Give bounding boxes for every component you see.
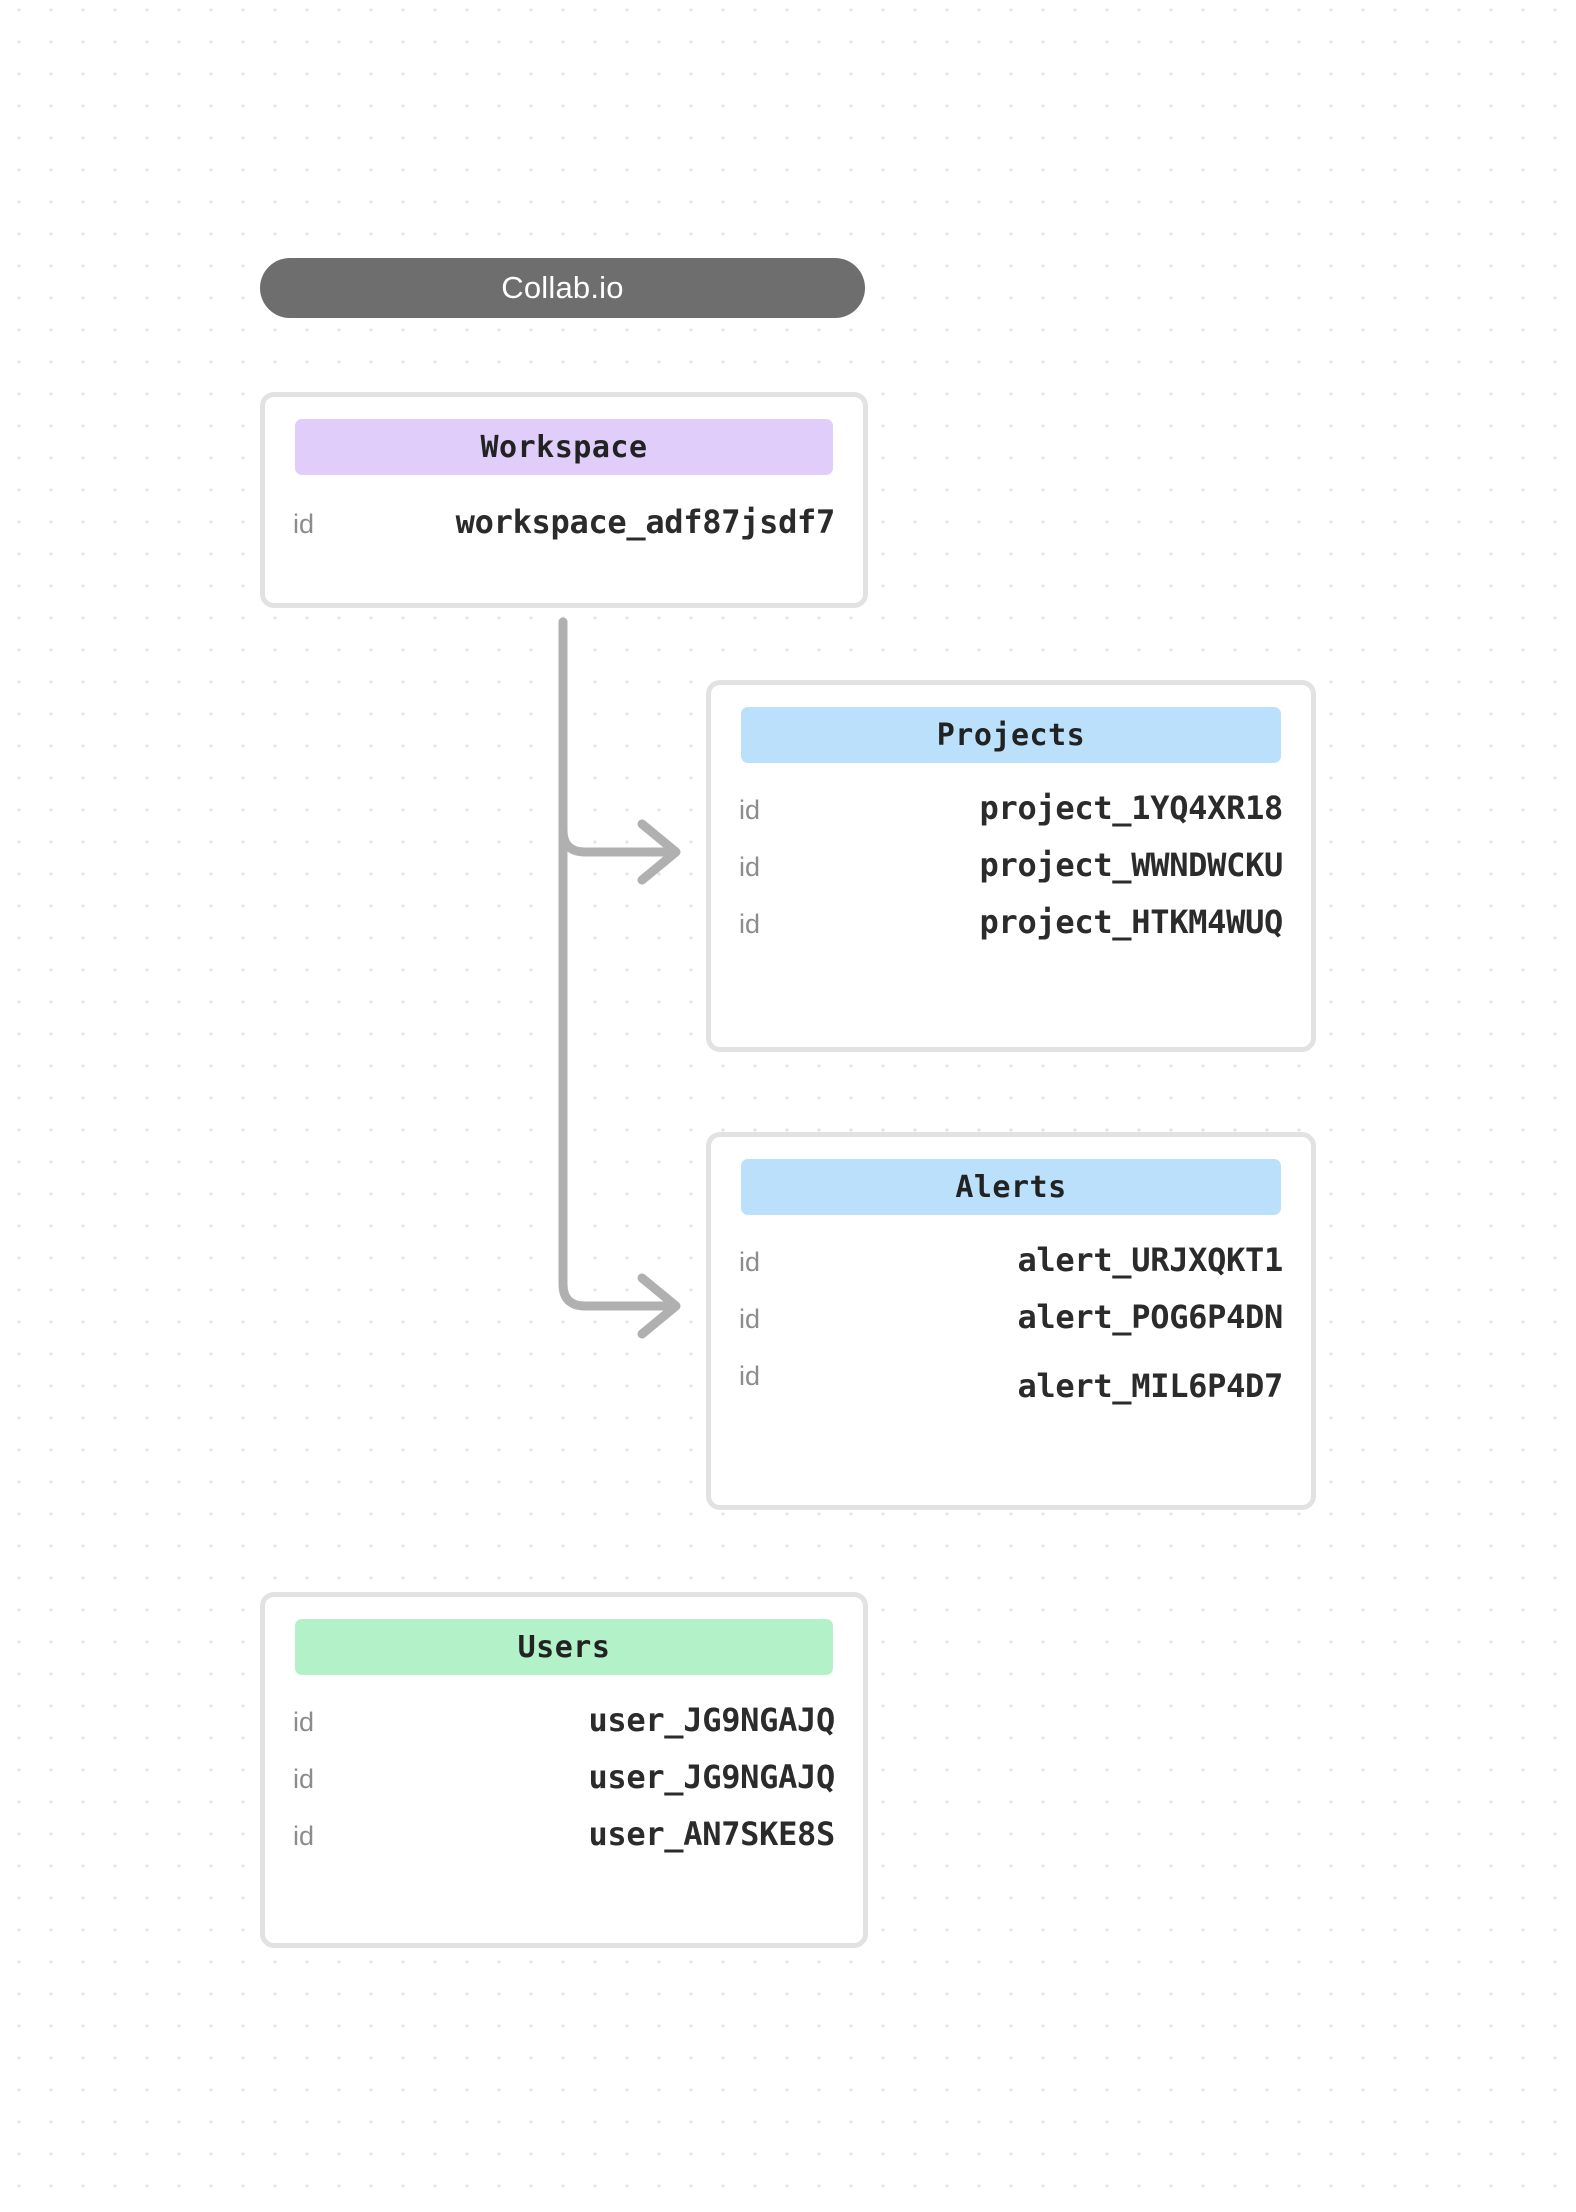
connector-workspace-to-projects (558, 617, 677, 857)
row-value: project_1YQ4XR18 (979, 789, 1284, 827)
table-row[interactable]: id user_JG9NGAJQ (293, 1701, 835, 1747)
row-value: alert_URJXQKT1 (1017, 1241, 1283, 1279)
row-key: id (739, 1247, 761, 1277)
table-row[interactable]: id alert_MIL6P4D7 (739, 1355, 1283, 1405)
row-key: id (293, 509, 315, 539)
row-value: alert_MIL6P4D7 (1017, 1367, 1283, 1405)
table-row[interactable]: id alert_POG6P4DN (739, 1298, 1283, 1344)
entity-card-alerts[interactable]: Alerts id alert_URJXQKT1 id alert_POG6P4… (706, 1132, 1316, 1510)
table-row[interactable]: id user_AN7SKE8S (293, 1815, 835, 1861)
row-value: user_JG9NGAJQ (588, 1758, 835, 1796)
row-value: workspace_adf87jsdf7 (455, 503, 836, 541)
arrowhead-alerts (637, 1273, 681, 1339)
row-value: project_HTKM4WUQ (979, 903, 1284, 941)
entity-card-projects[interactable]: Projects id project_1YQ4XR18 id project_… (706, 680, 1316, 1052)
row-value: user_AN7SKE8S (588, 1815, 835, 1853)
row-key: id (293, 1821, 315, 1851)
row-key: id (739, 852, 761, 882)
table-row[interactable]: id alert_URJXQKT1 (739, 1241, 1283, 1287)
row-key: id (739, 909, 761, 939)
table-row[interactable]: id project_HTKM4WUQ (739, 903, 1283, 949)
row-key: id (293, 1764, 315, 1794)
row-value: alert_POG6P4DN (1017, 1298, 1283, 1336)
table-row[interactable]: id project_WWNDWCKU (739, 846, 1283, 892)
row-value: user_JG9NGAJQ (588, 1701, 835, 1739)
table-row[interactable]: id workspace_adf87jsdf7 (293, 503, 835, 549)
arrowhead-projects (637, 819, 681, 885)
row-value: project_WWNDWCKU (979, 846, 1284, 884)
table-row[interactable]: id project_1YQ4XR18 (739, 789, 1283, 835)
row-key: id (293, 1707, 315, 1737)
row-key: id (739, 1304, 761, 1334)
entity-header-workspace: Workspace (295, 419, 833, 475)
entity-card-workspace[interactable]: Workspace id workspace_adf87jsdf7 (260, 392, 868, 608)
table-row[interactable]: id user_JG9NGAJQ (293, 1758, 835, 1804)
diagram-title-pill: Collab.io (260, 258, 865, 318)
row-key: id (739, 795, 761, 825)
entity-header-projects: Projects (741, 707, 1281, 763)
diagram-title-text: Collab.io (501, 270, 624, 305)
connector-workspace-to-alerts (558, 617, 677, 1311)
entity-header-alerts: Alerts (741, 1159, 1281, 1215)
entity-header-users: Users (295, 1619, 833, 1675)
entity-card-users[interactable]: Users id user_JG9NGAJQ id user_JG9NGAJQ … (260, 1592, 868, 1948)
row-key: id (739, 1361, 761, 1391)
